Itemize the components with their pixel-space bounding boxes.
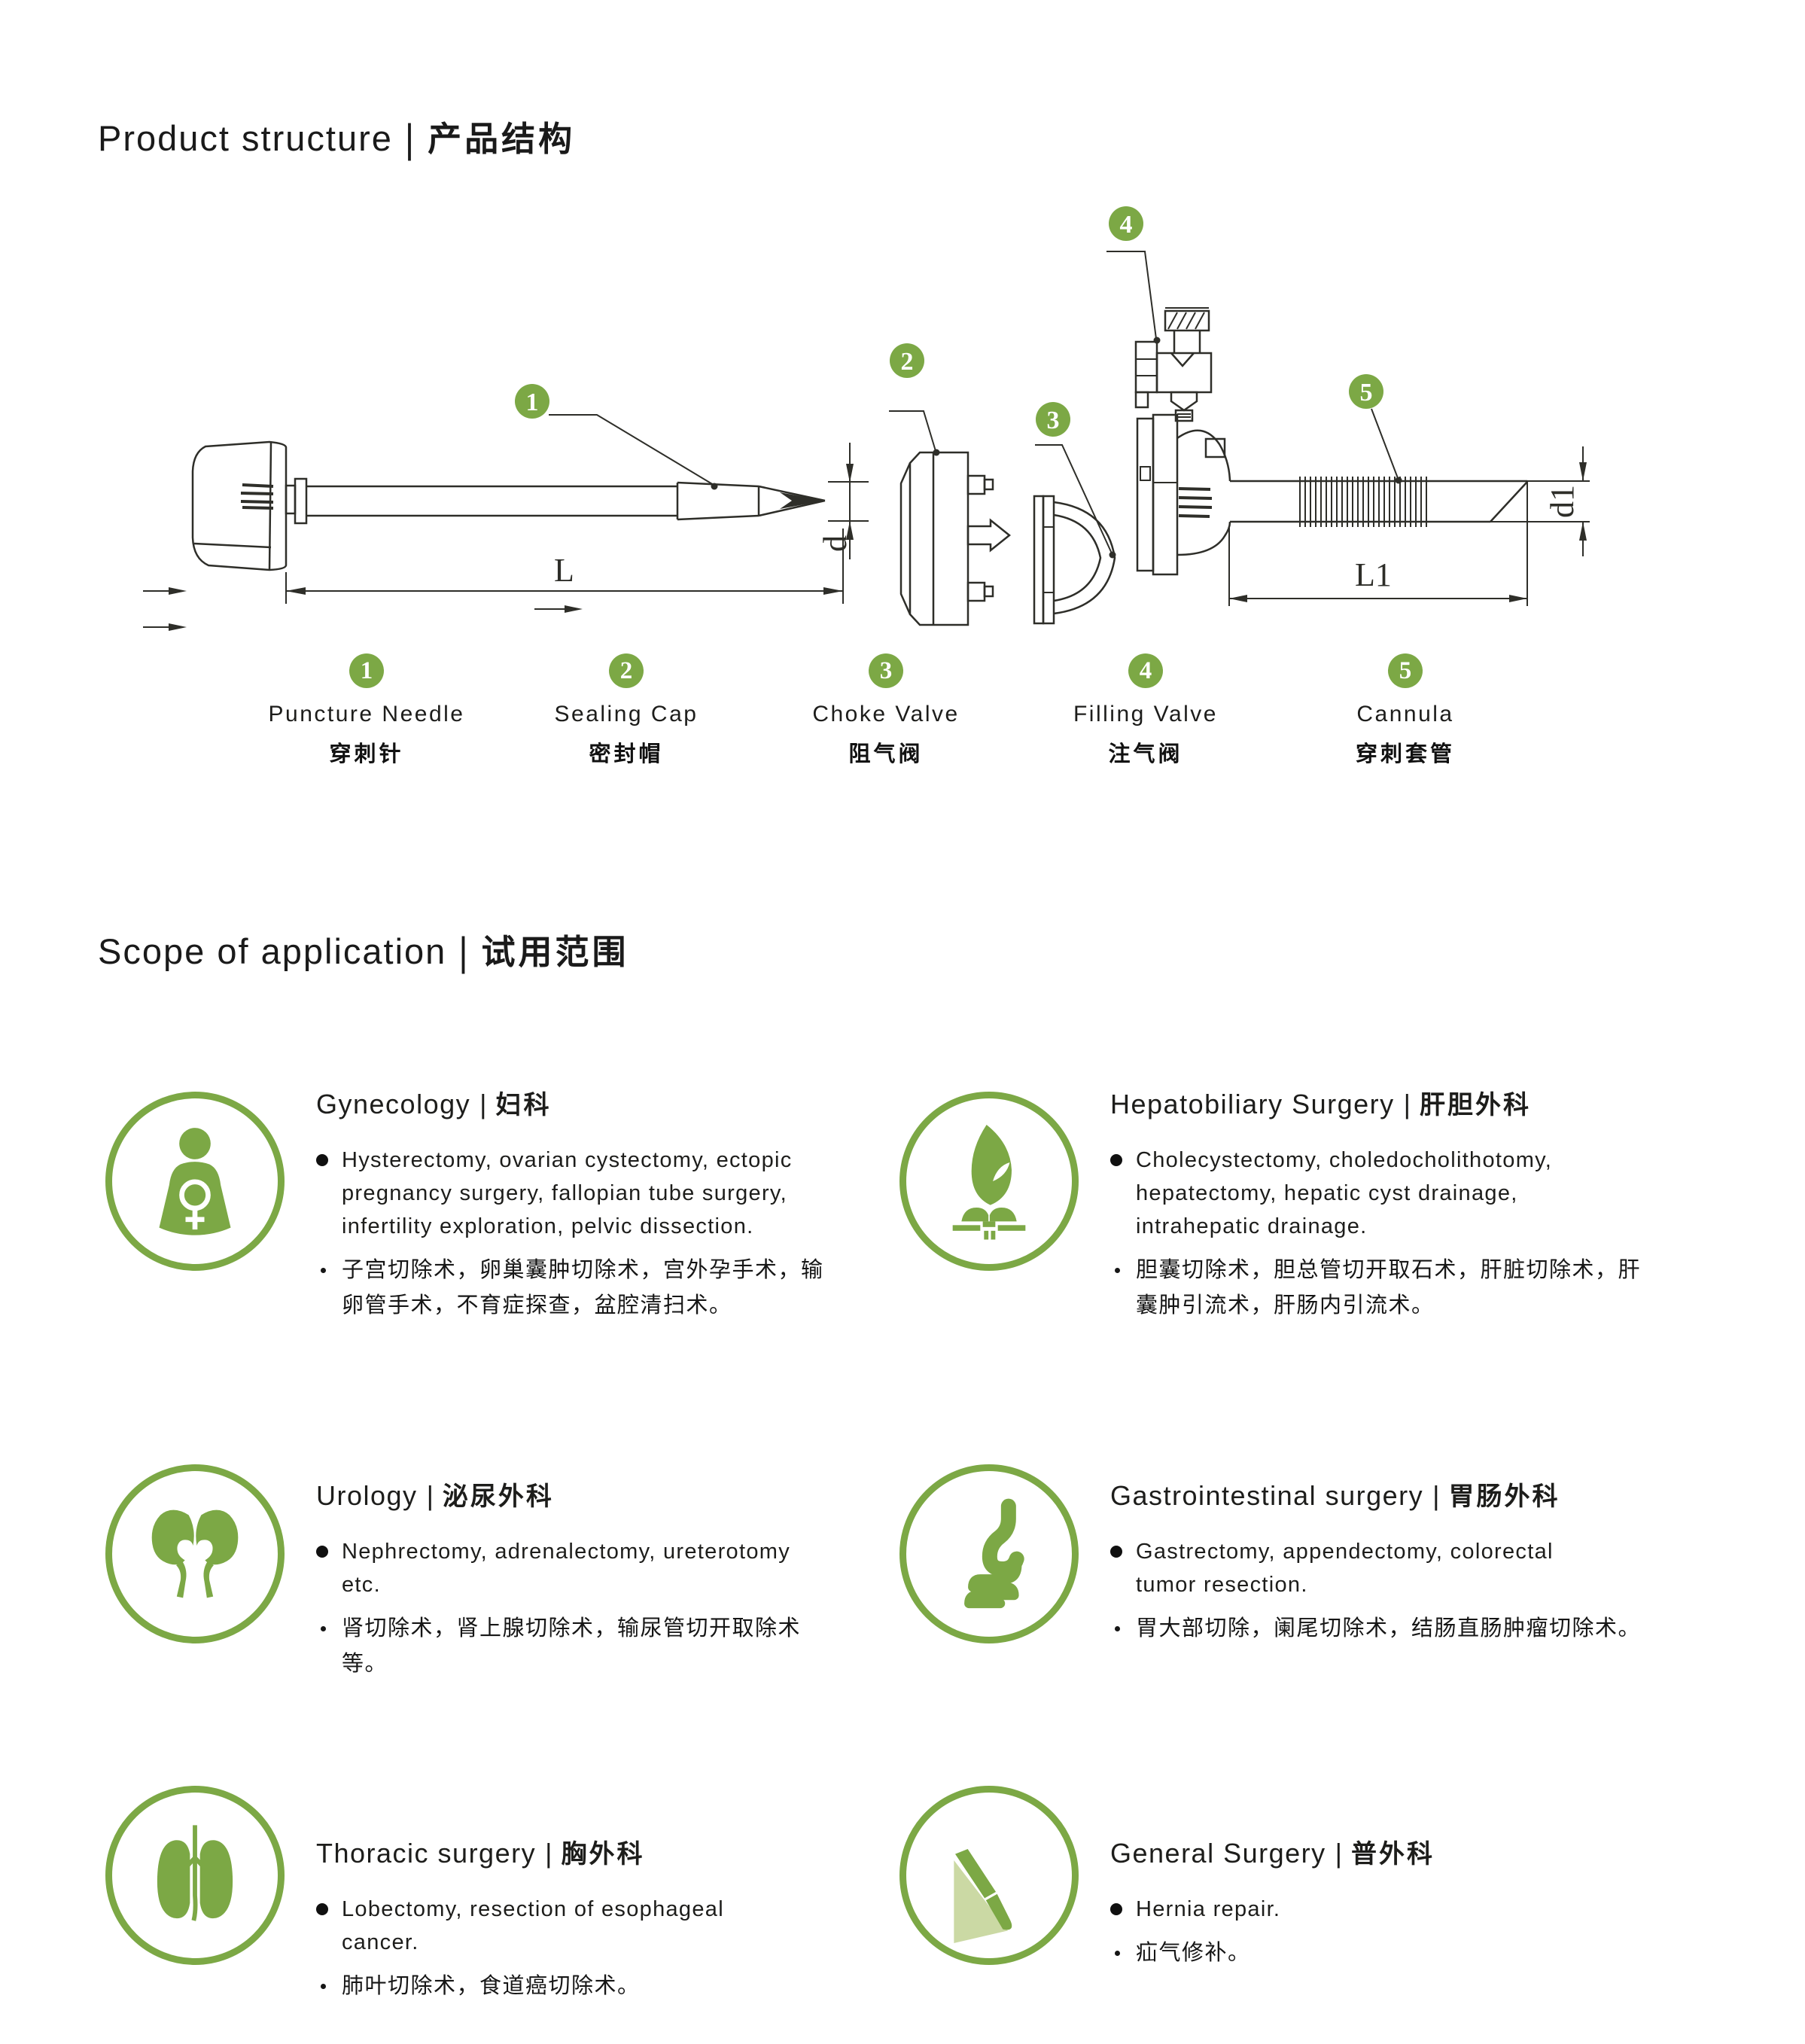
dimension-L1-label: L1 xyxy=(1355,556,1392,593)
part-number-badge: 3 xyxy=(869,653,903,688)
dimension-d: d xyxy=(817,443,869,559)
callout-3: 3 xyxy=(1036,402,1070,437)
dot-marker xyxy=(1115,1951,1120,1956)
dimension-d1-label: d1 xyxy=(1544,485,1581,518)
part-label-filling-valve: 4 Filling Valve 注气阀 xyxy=(1010,653,1281,768)
dot-marker xyxy=(321,1626,326,1631)
bullet-dot xyxy=(1110,1154,1122,1166)
part-label-choke-valve: 3 Choke Valve 阻气阀 xyxy=(750,653,1021,768)
app-note-en: Nephrectomy, adrenalectomy, ureterotomy … xyxy=(316,1535,793,1601)
heading-zh: 产品结构 xyxy=(428,120,576,158)
svg-text:1: 1 xyxy=(526,388,539,416)
heading-en: Scope of application xyxy=(98,931,447,971)
dimension-d1: d1 xyxy=(1544,446,1587,556)
app-note-en: Lobectomy, resection of esophageal cance… xyxy=(316,1893,793,1959)
filling-valve-drawing xyxy=(1134,307,1213,422)
part-label-puncture-needle: 1 Puncture Needle 穿刺针 xyxy=(231,653,502,768)
app-note-zh: 子宫切除术，卵巢囊肿切除术，宫外孕手术，输卵管手术，不育症探查，盆腔清扫术。 xyxy=(316,1253,839,1324)
app-note-zh: 肺叶切除术，食道癌切除术。 xyxy=(316,1969,839,2004)
gastrointestinal-icon xyxy=(899,1464,1079,1643)
product-structure-heading: Product structure | 产品结构 xyxy=(98,111,576,161)
part-name-en: Cannula xyxy=(1356,702,1454,727)
insertion-arrows xyxy=(143,587,187,631)
part-number-badge: 1 xyxy=(349,653,384,688)
dot-marker xyxy=(1115,1626,1120,1631)
app-title: Gastrointestinal surgery|胃肠外科 xyxy=(1110,1480,1560,1511)
dot-marker xyxy=(321,1268,326,1273)
svg-text:5: 5 xyxy=(1360,379,1373,407)
part-number-badge: 4 xyxy=(1128,653,1163,688)
app-note-en: Hysterectomy, ovarian cystectomy, ectopi… xyxy=(316,1144,793,1243)
callout-2: 2 xyxy=(890,343,924,378)
cannula-ribs xyxy=(1299,477,1427,527)
app-title: General Surgery|普外科 xyxy=(1110,1838,1435,1869)
part-number-badge: 5 xyxy=(1388,653,1423,688)
part-name-zh: 密封帽 xyxy=(589,742,664,766)
part-label-cannula: 5 Cannula 穿刺套管 xyxy=(1270,653,1541,768)
app-title: Hepatobiliary Surgery|肝胆外科 xyxy=(1110,1089,1532,1119)
product-structure-diagram: d L xyxy=(143,206,1590,631)
puncture-needle-drawing xyxy=(191,440,826,571)
dot-marker xyxy=(321,1984,326,1989)
part-name-zh: 穿刺套管 xyxy=(1355,742,1455,766)
app-note-en: Cholecystectomy, choledocholithotomy, he… xyxy=(1110,1144,1618,1243)
heading-separator: | xyxy=(404,115,416,161)
app-title: Gynecology|妇科 xyxy=(316,1089,552,1119)
part-name-en: Puncture Needle xyxy=(268,702,465,727)
dimension-L-label: L xyxy=(554,552,574,589)
app-title: Thoracic surgery|胸外科 xyxy=(316,1838,645,1869)
app-note-zh: 胆囊切除术，胆总管切开取石术，肝脏切除术，肝囊肿引流术，肝肠内引流术。 xyxy=(1110,1253,1663,1324)
cannula-drawing xyxy=(1136,413,1590,606)
bullet-dot xyxy=(316,1154,328,1166)
app-note-en: Gastrectomy, appendectomy, colorectal tu… xyxy=(1110,1535,1618,1601)
gynecology-icon xyxy=(105,1092,285,1271)
sealing-cap-drawing xyxy=(899,451,1012,626)
bullet-dot xyxy=(1110,1903,1122,1915)
app-note-zh: 肾切除术，肾上腺切除术，输尿管切开取除术等。 xyxy=(316,1611,839,1682)
bullet-dot xyxy=(316,1903,328,1915)
part-name-en: Choke Valve xyxy=(812,702,960,727)
app-title: Urology|泌尿外科 xyxy=(316,1480,554,1511)
bullet-dot xyxy=(316,1546,328,1558)
heading-en: Product structure xyxy=(98,118,393,158)
dimension-d-label: d xyxy=(817,535,854,552)
callout-4: 4 xyxy=(1109,206,1143,241)
app-note-zh: 疝气修补。 xyxy=(1110,1936,1663,1971)
part-name-zh: 阻气阀 xyxy=(848,742,924,766)
dot-marker xyxy=(1115,1268,1120,1273)
part-number-badge: 2 xyxy=(609,653,644,688)
callout-1: 1 xyxy=(515,384,549,419)
dimension-L1: L1 xyxy=(1228,527,1527,606)
dimension-L: L xyxy=(285,529,844,613)
part-name-en: Filling Valve xyxy=(1073,702,1218,727)
app-note-zh: 胃大部切除，阑尾切除术，结肠直肠肿瘤切除术。 xyxy=(1110,1611,1663,1646)
hepatobiliary-icon xyxy=(899,1092,1079,1271)
svg-text:3: 3 xyxy=(1047,407,1060,434)
part-label-sealing-cap: 2 Sealing Cap 密封帽 xyxy=(491,653,762,768)
app-note-en: Hernia repair. xyxy=(1110,1893,1618,1926)
callout-5: 5 xyxy=(1349,374,1383,409)
svg-text:2: 2 xyxy=(901,348,914,376)
urology-icon xyxy=(105,1464,285,1643)
choke-valve-drawing xyxy=(1033,495,1116,625)
callout-leaders xyxy=(549,251,1402,559)
general-surgery-icon xyxy=(899,1786,1079,1965)
scope-of-application-heading: Scope of application | 试用范围 xyxy=(98,925,629,974)
part-name-en: Sealing Cap xyxy=(554,702,699,727)
part-name-zh: 穿刺针 xyxy=(329,742,404,766)
bullet-dot xyxy=(1110,1546,1122,1558)
heading-separator: | xyxy=(458,928,470,974)
heading-zh: 试用范围 xyxy=(481,933,629,971)
svg-text:4: 4 xyxy=(1120,211,1133,239)
thoracic-icon xyxy=(105,1786,285,1965)
part-name-zh: 注气阀 xyxy=(1108,742,1183,766)
